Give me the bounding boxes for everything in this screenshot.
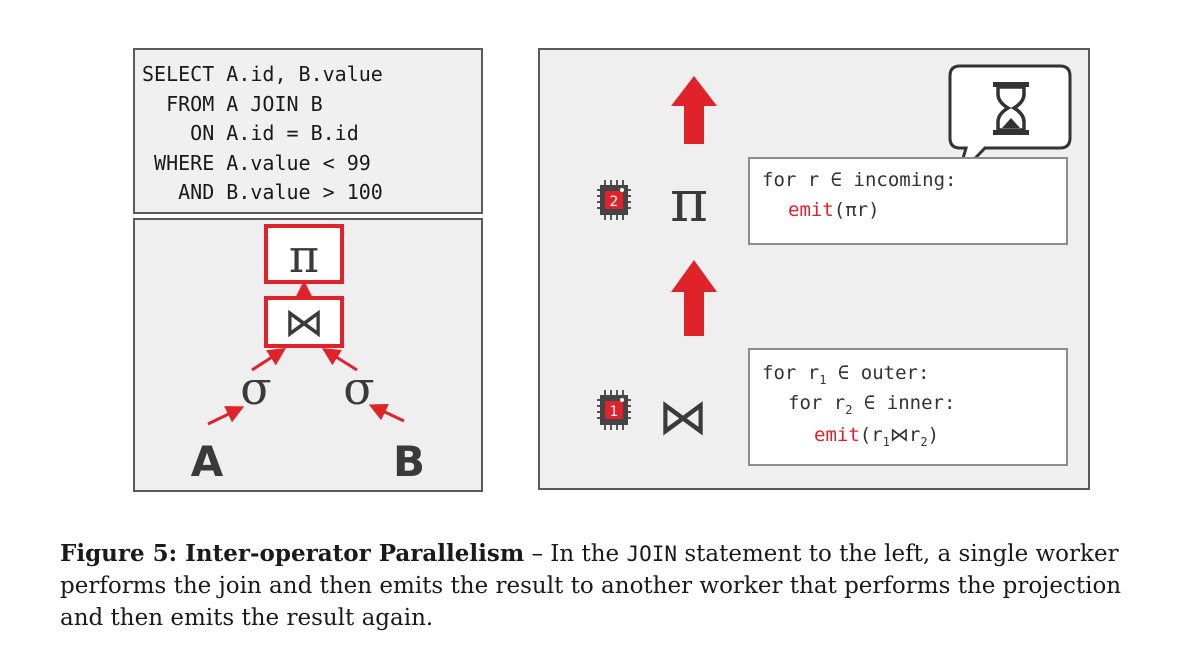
worker-1-code-line-1: for r1 ∈ outer: (762, 362, 930, 387)
worker-1-code-box: for r1 ∈ outer: for r2 ∈ inner: emit(r1⋈… (748, 348, 1068, 466)
caption-dash: – In the (524, 541, 627, 567)
emit-keyword: emit (788, 199, 834, 221)
worker-1-code-line-2: for r2 ∈ inner: (788, 392, 956, 417)
sql-line-1: SELECT A.id, B.value (142, 62, 383, 86)
caption-keyword: JOIN (626, 542, 678, 566)
projection-symbol: π (289, 229, 319, 283)
worker-2-code-line-1: for r ∈ incoming: (762, 169, 957, 191)
join-node (264, 296, 344, 348)
sql-line-2: FROM A JOIN B (142, 91, 323, 116)
execution-box: 2 π 1 ⋈ for r ∈ inc (538, 48, 1090, 490)
worker-1-operator-symbol: ⋈ (658, 388, 708, 446)
worker-2-code-box: for r ∈ incoming: emit(πr) (748, 157, 1068, 245)
sql-query-code: SELECT A.id, B.value FROM A JOIN B ON A.… (142, 60, 383, 208)
worker-1-number: 1 (610, 404, 619, 420)
worker-2-number: 2 (610, 194, 619, 210)
arrow-table-a-to-selection (207, 406, 245, 426)
selection-a-symbol: σ (240, 361, 271, 415)
worker-2-operator-symbol: π (670, 167, 708, 235)
arrow-selection-b-to-join (321, 348, 358, 372)
hourglass-icon (993, 82, 1029, 135)
caption-text: statement to the left, a single worker p… (60, 541, 1122, 631)
sql-line-5: AND B.value > 100 (142, 180, 383, 204)
worker-2-code-line-2: emit(πr) (788, 199, 880, 221)
emit-keyword: emit (814, 424, 860, 446)
cpu-icon: 2 (597, 180, 631, 220)
selection-b-symbol: σ (343, 361, 374, 415)
sql-line-4: WHERE A.value < 99 (142, 150, 371, 175)
query-plan-diagram: π ⋈ σ σ A B (191, 224, 425, 486)
query-plan-box: π ⋈ σ σ A B (133, 218, 483, 492)
figure-caption: Figure 5: Inter-operator Parallelism – I… (60, 538, 1160, 634)
table-a-label: A (191, 437, 224, 486)
arrow-selection-a-to-join (251, 348, 287, 372)
worker-1-code-line-3: emit(r1⋈r2) (814, 424, 940, 449)
output-arrow-top (671, 76, 717, 144)
caption-label: Figure 5: Inter-operator Parallelism (60, 540, 525, 567)
table-b-label: B (393, 437, 425, 486)
sql-query-box: SELECT A.id, B.value FROM A JOIN B ON A.… (133, 48, 483, 214)
cpu-icon: 1 (597, 390, 631, 430)
join-symbol: ⋈ (284, 300, 324, 346)
output-arrow-middle (671, 260, 717, 336)
arrow-table-b-to-selection (368, 403, 405, 423)
execution-diagram: 2 π 1 ⋈ (597, 64, 1072, 446)
sql-line-3: ON A.id = B.id (142, 121, 359, 145)
